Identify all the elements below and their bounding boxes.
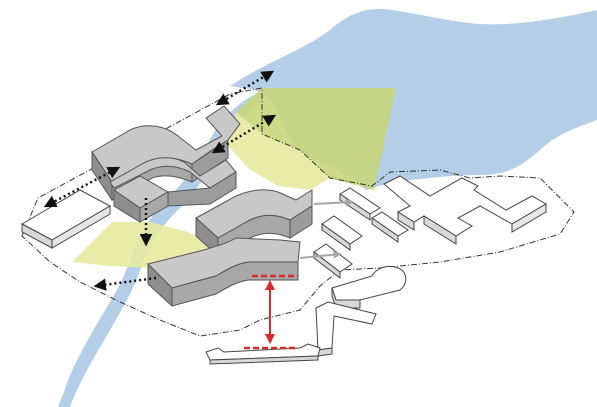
building-proposed-b <box>109 157 237 189</box>
view-arrow-bottom-left <box>93 276 157 291</box>
view-arrow-top-left <box>215 70 275 106</box>
view-arrow-top-right <box>211 114 277 154</box>
red-distance-marker <box>244 274 298 350</box>
gray-link-1 <box>313 198 354 207</box>
building-round <box>331 265 407 301</box>
proposed-buildings <box>91 105 313 308</box>
view-arrows <box>43 70 277 291</box>
river <box>58 92 262 407</box>
view-arrow-left <box>43 166 121 208</box>
gray-link-arrows <box>299 198 354 259</box>
green-zone-upper <box>236 88 396 190</box>
gray-link-2 <box>299 250 342 259</box>
building-lower-l <box>315 301 377 351</box>
existing-buildings <box>20 175 547 365</box>
